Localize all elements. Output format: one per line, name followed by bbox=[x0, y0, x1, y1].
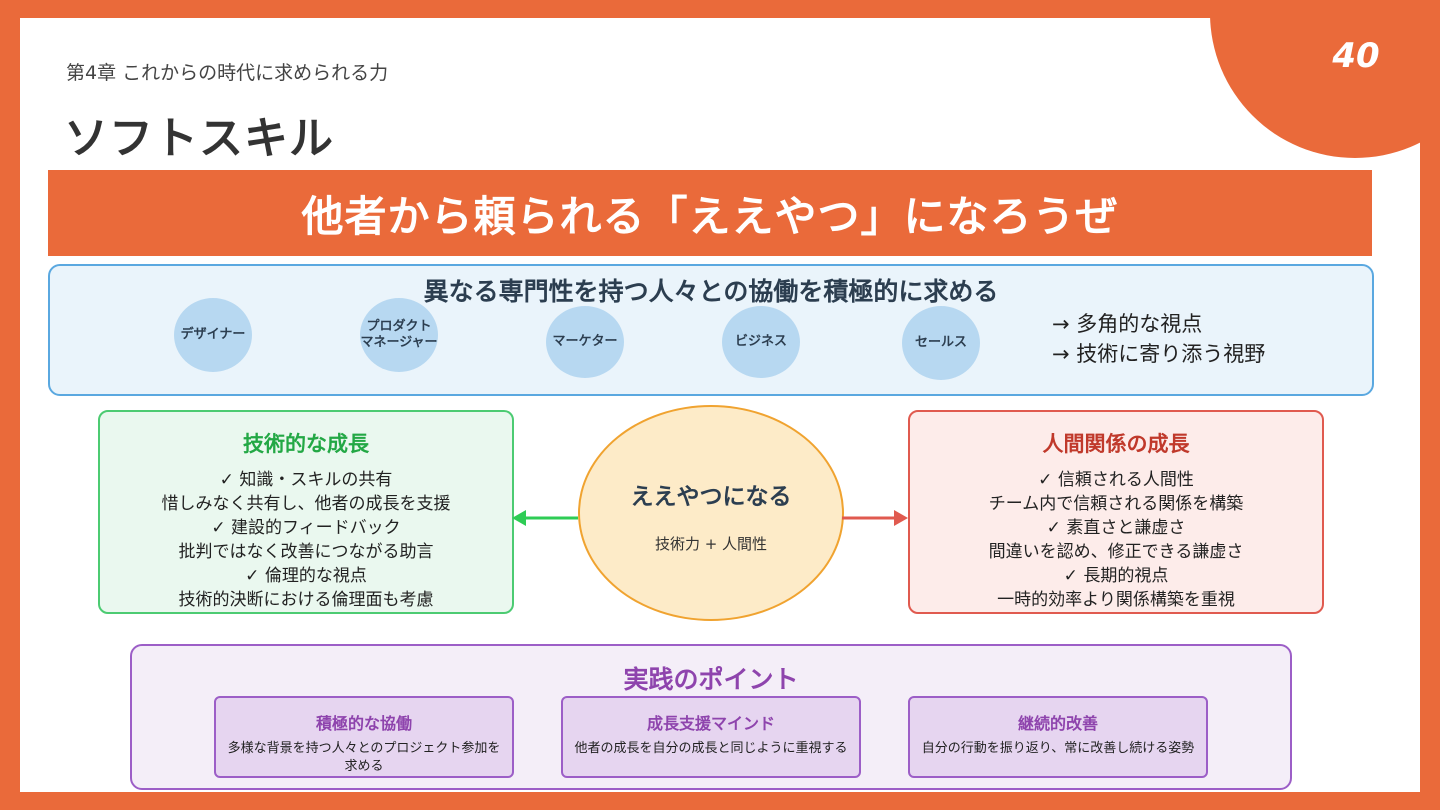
practice-card-text: 自分の行動を振り返り、常に改善し続ける姿勢 bbox=[921, 741, 1195, 756]
technical-line: 惜しみなく共有し、他者の成長を支援 bbox=[161, 494, 451, 514]
slide: 40 第4章 これからの時代に求められる力 ソフトスキル 他者から頼られる「ええ… bbox=[20, 18, 1420, 792]
role-business: ビジネス bbox=[722, 306, 800, 378]
human-line: 間違いを認め、修正できる謙虚さ bbox=[988, 542, 1244, 562]
center-title: ええやつになる bbox=[630, 484, 792, 510]
center-ellipse: ええやつになる 技術力 + 人間性 bbox=[578, 405, 844, 621]
technical-growth-title: 技術的な成長 bbox=[243, 432, 369, 456]
role-sales: セールス bbox=[902, 306, 980, 380]
human-growth-title: 人間関係の成長 bbox=[1042, 432, 1190, 456]
practice-card-title: 積極的な協働 bbox=[315, 714, 412, 733]
role-label: セールス bbox=[914, 335, 967, 350]
practice-panel: 実践のポイント 積極的な協働 多様な背景を持つ人々とのプロジェクト参加を求める … bbox=[130, 644, 1292, 790]
collaboration-panel: 異なる専門性を持つ人々との協働を積極的に求める デザイナー プロダクト マネージ… bbox=[48, 264, 1374, 396]
practice-card-collaboration: 積極的な協働 多様な背景を持つ人々とのプロジェクト参加を求める bbox=[214, 696, 514, 778]
practice-card-title: 継続的改善 bbox=[1017, 714, 1098, 733]
collaboration-heading: 異なる専門性を持つ人々との協働を積極的に求める bbox=[423, 277, 999, 306]
center-subtitle: 技術力 + 人間性 bbox=[654, 535, 768, 553]
role-designer: デザイナー bbox=[174, 298, 252, 372]
practice-card-title: 成長支援マインド bbox=[646, 714, 775, 733]
practice-card-growth-mindset: 成長支援マインド 他者の成長を自分の成長と同じように重視する bbox=[561, 696, 861, 778]
technical-growth-box: 技術的な成長 ✓ 知識・スキルの共有 惜しみなく共有し、他者の成長を支援 ✓ 建… bbox=[98, 410, 514, 614]
role-label: ビジネス bbox=[734, 334, 787, 349]
practice-title: 実践のポイント bbox=[623, 665, 799, 694]
role-label: デザイナー bbox=[180, 327, 246, 342]
technical-line: ✓ 倫理的な視点 bbox=[245, 566, 367, 586]
human-line: ✓ 信頼される人間性 bbox=[1038, 470, 1194, 490]
human-growth-box: 人間関係の成長 ✓ 信頼される人間性 チーム内で信頼される関係を構築 ✓ 素直さ… bbox=[908, 410, 1324, 614]
benefit-tech-view: → 技術に寄り添う視野 bbox=[1052, 342, 1266, 366]
practice-card-text: 多様な背景を持つ人々とのプロジェクト参加を求める bbox=[227, 741, 501, 774]
technical-line: ✓ 建設的フィードバック bbox=[211, 518, 401, 538]
human-line: 一時的効率より関係構築を重視 bbox=[997, 590, 1235, 610]
technical-line: 批判ではなく改善につながる助言 bbox=[178, 542, 434, 562]
technical-line: ✓ 知識・スキルの共有 bbox=[219, 470, 393, 490]
page-title: ソフトスキル bbox=[64, 113, 334, 164]
headline-banner: 他者から頼られる「ええやつ」になろうぜ bbox=[48, 170, 1372, 256]
benefit-perspective: → 多角的な視点 bbox=[1052, 312, 1203, 336]
role-marketer: マーケター bbox=[546, 306, 624, 378]
technical-line: 技術的決断における倫理面も考慮 bbox=[178, 590, 434, 610]
practice-card-text: 他者の成長を自分の成長と同じように重視する bbox=[574, 741, 848, 756]
left-arrow-connector bbox=[512, 510, 578, 526]
human-line: ✓ 長期的視点 bbox=[1063, 566, 1169, 586]
role-label: マーケター bbox=[552, 334, 618, 349]
human-line: チーム内で信頼される関係を構築 bbox=[988, 494, 1244, 514]
page-number: 40 bbox=[1332, 36, 1380, 76]
role-product-manager: プロダクト マネージャー bbox=[360, 298, 438, 372]
right-arrow-connector bbox=[842, 510, 908, 526]
practice-card-improvement: 継続的改善 自分の行動を振り返り、常に改善し続ける姿勢 bbox=[908, 696, 1208, 778]
role-label-line1: プロダクト bbox=[366, 319, 432, 334]
role-label-line2: マネージャー bbox=[360, 335, 438, 350]
human-line: ✓ 素直さと謙虚さ bbox=[1046, 518, 1186, 538]
chapter-label: 第4章 これからの時代に求められる力 bbox=[66, 62, 389, 84]
